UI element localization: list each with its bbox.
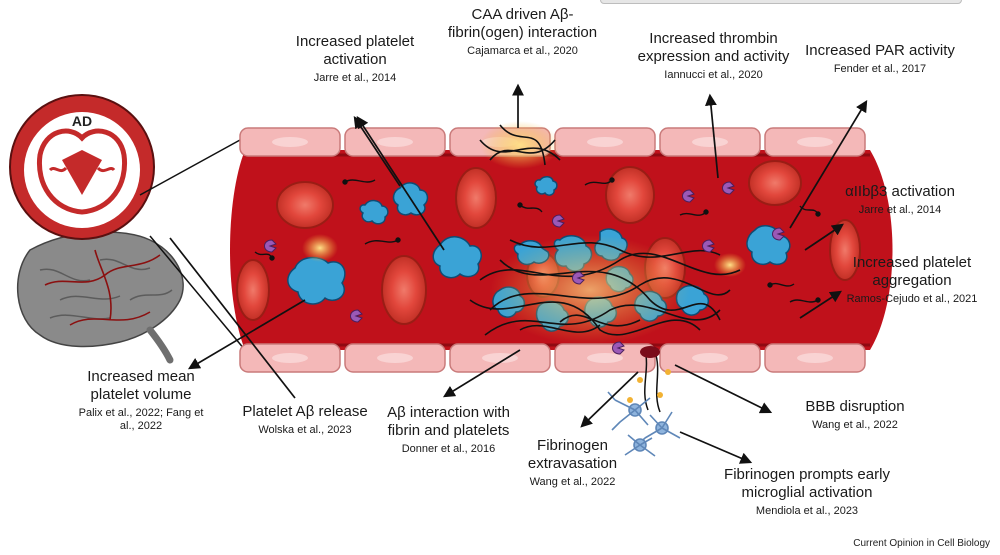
label-aggregation: Increased platelet aggregation Ramos-Cej… xyxy=(826,254,998,306)
label-extravasation-text: Fibrinogen extravasation xyxy=(527,437,618,472)
arrow-mpv xyxy=(187,299,306,370)
arrow-aggregation xyxy=(799,290,842,319)
label-abeta-interaction-citation: Donner et al., 2016 xyxy=(401,443,496,455)
journal-credit: Current Opinion in Cell Biology xyxy=(853,538,990,549)
label-aggregation-citation: Ramos-Cejudo et al., 2021 xyxy=(846,293,978,305)
endothelial-nucleus xyxy=(272,137,308,147)
ad-inset: AD xyxy=(9,94,155,240)
endothelial-nucleus xyxy=(587,353,623,363)
label-par-activity: Increased PAR activity Fender et al., 20… xyxy=(800,42,960,76)
endothelial-nucleus xyxy=(797,353,833,363)
endothelial-nucleus xyxy=(272,353,308,363)
label-bbb-citation: Wang et al., 2022 xyxy=(812,419,898,431)
inset-connector-bottom xyxy=(149,235,246,351)
label-abeta-interaction-text: Aβ interaction with fibrin and platelets xyxy=(387,404,510,439)
fibrinogen-leak xyxy=(627,346,671,413)
label-par-activity-text: Increased PAR activity xyxy=(805,42,955,59)
label-abeta-release: Platelet Aβ release Wolska et al., 2023 xyxy=(225,403,385,437)
label-abeta-interaction: Aβ interaction with fibrin and platelets… xyxy=(386,404,511,456)
arrow-abeta-interaction xyxy=(442,349,521,398)
arrow-bbb xyxy=(674,364,773,414)
label-mpv: Increased mean platelet volume Palix et … xyxy=(72,368,210,433)
arrow-platelet-activation-1 xyxy=(353,116,401,187)
arrow-platelet-activation-2 xyxy=(356,116,445,251)
label-thrombin-text: Increased thrombin expression and activi… xyxy=(637,30,790,65)
arrows xyxy=(169,83,868,464)
arrow-integrin xyxy=(804,223,844,251)
endothelial-nucleus xyxy=(587,137,623,147)
label-abeta-release-text: Platelet Aβ release xyxy=(242,403,368,420)
clot xyxy=(302,121,746,345)
label-microglia-text: Fibrinogen prompts early microglial acti… xyxy=(724,466,890,501)
par-receptors xyxy=(264,181,785,355)
fibrin-monomers xyxy=(254,177,821,303)
arrow-par xyxy=(789,99,868,229)
label-bbb: BBB disruption Wang et al., 2022 xyxy=(780,398,930,432)
arrow-thrombin xyxy=(705,93,719,179)
label-integrin: αIIbβ3 activation Jarre et al., 2014 xyxy=(830,183,970,217)
label-caa-interaction: CAA driven Aβ-fibrin(ogen) interaction C… xyxy=(440,6,605,58)
label-microglia-citation: Mendiola et al., 2023 xyxy=(755,505,859,517)
endothelial-nucleus xyxy=(797,137,833,147)
label-integrin-citation: Jarre et al., 2014 xyxy=(858,204,942,216)
label-caa-interaction-citation: Cajamarca et al., 2020 xyxy=(467,45,578,57)
endothelial-nucleus xyxy=(482,353,518,363)
label-aggregation-text: Increased platelet aggregation xyxy=(852,254,972,289)
label-bbb-text: BBB disruption xyxy=(805,398,905,415)
label-platelet-activation-citation: Jarre et al., 2014 xyxy=(313,72,397,84)
arrow-microglia xyxy=(679,431,753,464)
label-microglia: Fibrinogen prompts early microglial acti… xyxy=(712,466,902,518)
endothelial-nucleus xyxy=(377,137,413,147)
label-caa-interaction-text: CAA driven Aβ-fibrin(ogen) interaction xyxy=(447,6,598,41)
arrow-abeta-release-line xyxy=(169,237,296,399)
label-thrombin-citation: Iannucci et al., 2020 xyxy=(664,69,763,81)
fibrin-strands xyxy=(469,124,741,336)
label-thrombin: Increased thrombin expression and activi… xyxy=(626,30,801,82)
label-extravasation: Fibrinogen extravasation Wang et al., 20… xyxy=(515,437,630,489)
microglia xyxy=(607,391,681,457)
ad-inset-label: AD xyxy=(72,113,92,129)
endothelial-nucleus xyxy=(377,353,413,363)
label-extravasation-citation: Wang et al., 2022 xyxy=(529,476,616,488)
brain xyxy=(17,231,184,364)
label-par-activity-citation: Fender et al., 2017 xyxy=(833,63,927,75)
label-platelet-activation-text: Increased platelet activation xyxy=(295,33,415,68)
label-mpv-citation: Palix et al., 2022; Fang et al., 2022 xyxy=(78,407,204,433)
label-mpv-text: Increased mean platelet volume xyxy=(87,368,195,403)
label-integrin-text: αIIbβ3 activation xyxy=(845,183,955,200)
arrow-extravasation xyxy=(580,371,639,428)
inset-connector-top xyxy=(139,139,241,196)
label-abeta-release-citation: Wolska et al., 2023 xyxy=(258,424,352,436)
endothelial-nucleus xyxy=(692,137,728,147)
label-platelet-activation: Increased platelet activation Jarre et a… xyxy=(295,33,415,85)
endothelial-nucleus xyxy=(692,353,728,363)
